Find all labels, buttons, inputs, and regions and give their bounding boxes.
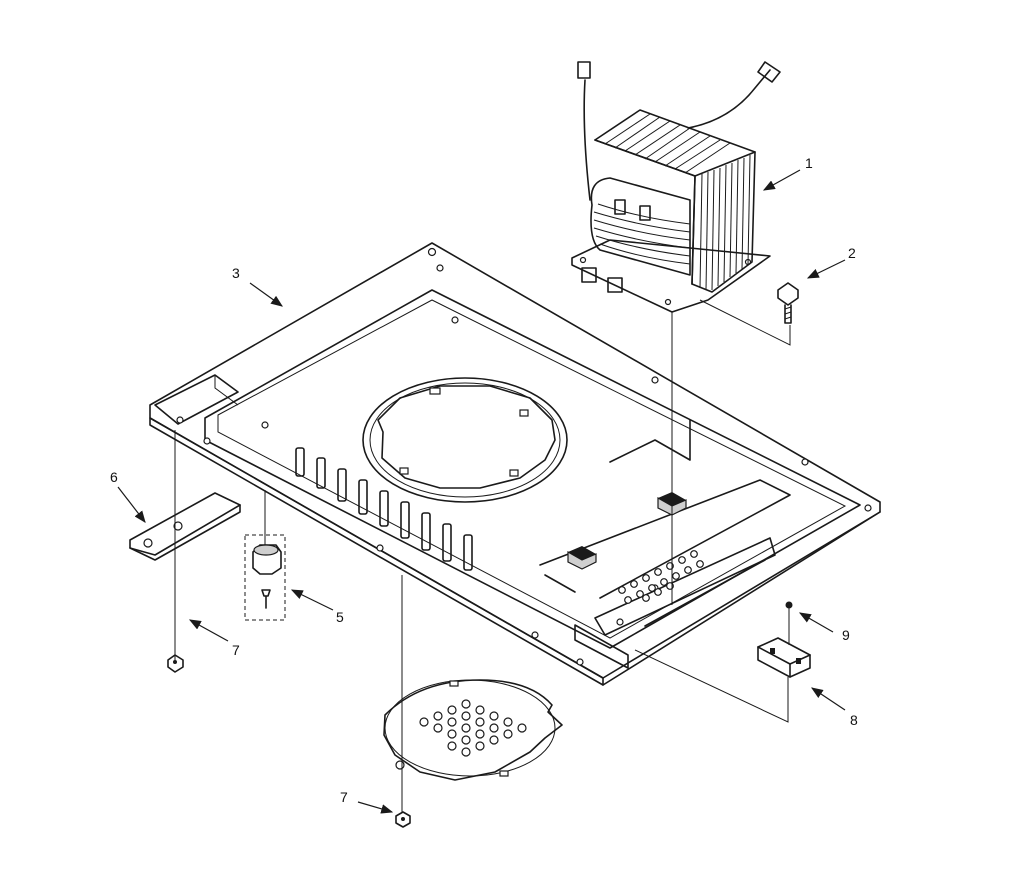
callout-7-lower: 7 (340, 789, 348, 805)
vent-slots (295, 447, 473, 571)
assembly-lines (174, 299, 791, 812)
screw (777, 282, 799, 324)
fuse-holder (757, 637, 811, 678)
bracket (129, 492, 241, 561)
callout-3: 3 (232, 265, 240, 281)
base-plate (149, 242, 881, 686)
callout-7-upper: 7 (232, 642, 240, 658)
callout-9: 9 (842, 627, 850, 643)
callout-8: 8 (850, 712, 858, 728)
cover-perforations (419, 699, 527, 757)
callout-1: 1 (805, 155, 813, 171)
foot-assembly (244, 534, 286, 621)
callout-5: 5 (336, 609, 344, 625)
callout-2: 2 (848, 245, 856, 261)
callout-arrows (117, 169, 846, 814)
callout-labels: 1 2 3 5 6 7 7 8 9 (110, 155, 858, 805)
nut-lower (395, 811, 411, 828)
transformer (571, 61, 781, 313)
perforations (618, 550, 704, 604)
small-screw (785, 601, 793, 645)
cover-plate (383, 679, 563, 781)
callout-6: 6 (110, 469, 118, 485)
